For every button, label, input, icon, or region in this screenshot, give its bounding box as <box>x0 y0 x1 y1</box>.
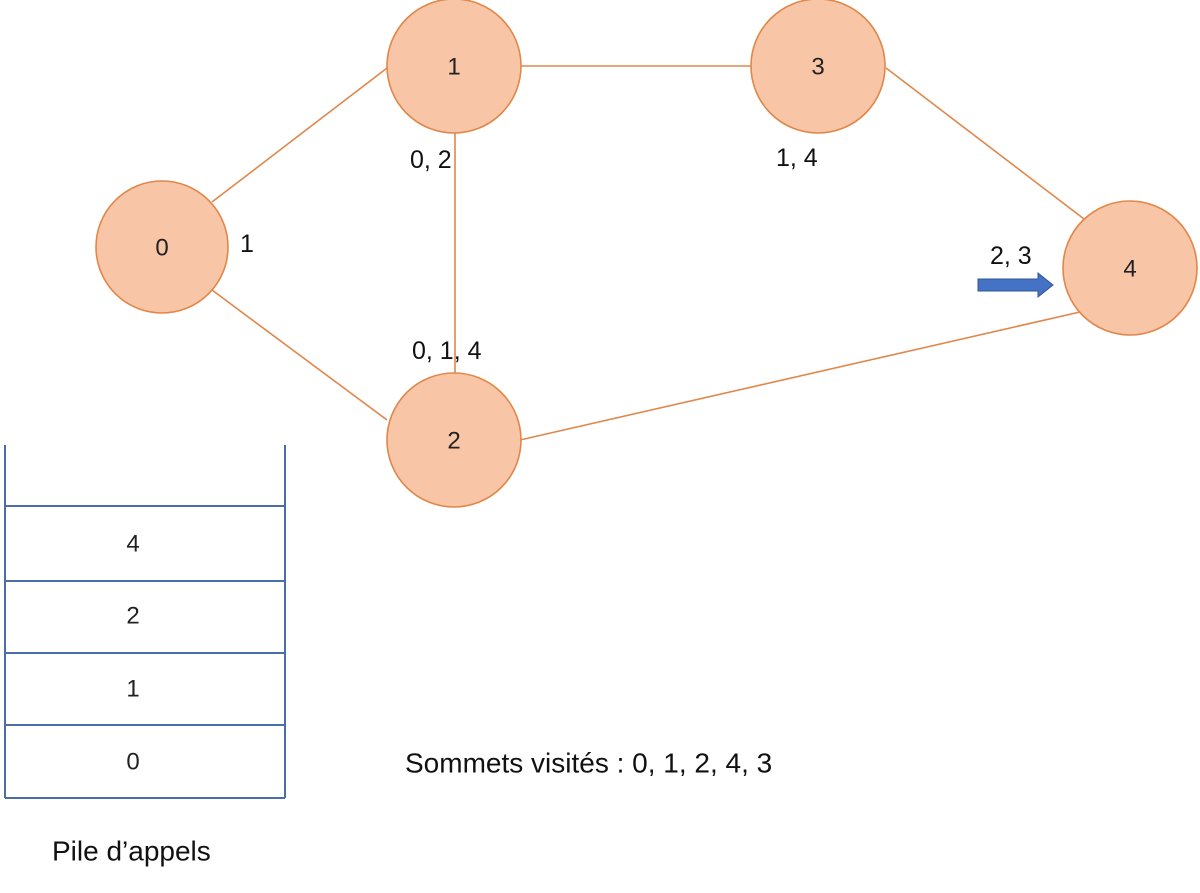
right-arrow-icon <box>977 271 1054 299</box>
stack-cell: 2 <box>126 603 139 630</box>
node-circle <box>750 0 886 134</box>
adjacency-label-node1: 0, 2 <box>410 146 452 174</box>
call-stack: 4 2 1 0 <box>4 445 286 799</box>
edge-2-4 <box>519 311 1081 441</box>
node-label: 2 <box>447 428 460 455</box>
adjacency-label-node3: 1, 4 <box>776 144 818 172</box>
node-circle <box>386 372 522 508</box>
graph-node-3: 3 <box>750 0 886 134</box>
edge-0-2 <box>211 289 388 421</box>
node-circle <box>1062 200 1198 336</box>
stack-cell: 1 <box>126 676 139 703</box>
stack-cell: 0 <box>126 749 139 776</box>
graph-node-2: 2 <box>386 372 522 508</box>
adjacency-label-node4: 2, 3 <box>990 242 1032 270</box>
node-circle <box>386 0 522 134</box>
edge-0-1 <box>211 67 388 203</box>
adjacency-label-node2: 0, 1, 4 <box>412 337 482 365</box>
visited-vertices: Sommets visités : 0, 1, 2, 4, 3 <box>405 748 772 779</box>
graph-node-4: 4 <box>1062 200 1198 336</box>
graph-node-0: 0 <box>95 180 229 314</box>
edges <box>211 65 1089 441</box>
stack-caption: Pile d’appels <box>52 836 211 867</box>
graph-node-1: 1 <box>386 0 522 134</box>
adjacency-label-node0: 1 <box>240 230 254 258</box>
stack-cell: 4 <box>126 531 139 558</box>
node-label: 3 <box>811 54 824 81</box>
edge-3-4 <box>885 67 1089 223</box>
node-label: 1 <box>447 54 460 81</box>
node-label: 4 <box>1123 256 1136 283</box>
node-circle <box>95 180 229 314</box>
node-label: 0 <box>155 235 168 262</box>
